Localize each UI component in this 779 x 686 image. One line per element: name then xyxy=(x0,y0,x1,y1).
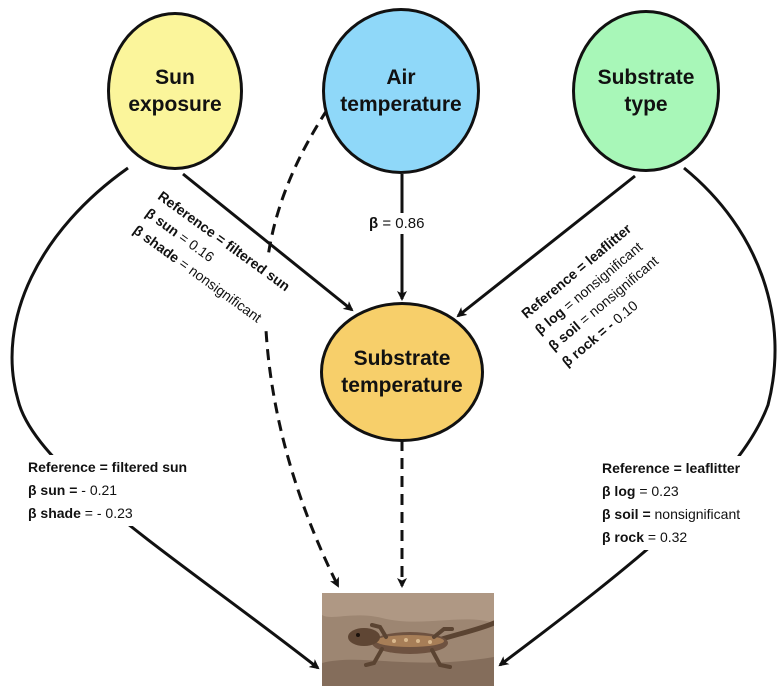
beta-value: = 0.86 xyxy=(378,215,425,232)
beta-symbol: β xyxy=(369,215,379,232)
effect-line-reference: Reference = leaflitter xyxy=(602,460,741,476)
effect-line-soil: β soil = nonsignificant xyxy=(602,506,741,522)
node-substrate-temperature: Substrate temperature xyxy=(320,302,484,442)
node-substrate-temperature-label: Substrate temperature xyxy=(341,347,463,397)
arrow-sun-to-lizard xyxy=(10,166,320,670)
node-air-temperature-label: Air temperature xyxy=(340,66,462,116)
effect-line-shade: β shade = - 0.23 xyxy=(28,505,133,521)
node-air-temperature: Air temperature xyxy=(322,8,480,174)
effect-line-log: β log = 0.23 xyxy=(602,483,679,499)
arrow-type-to-lizard xyxy=(498,166,777,667)
arrow-sun-to-substrate xyxy=(182,172,354,312)
effect-air-to-substrate: β = 0.86 xyxy=(367,213,427,234)
node-substrate-type: Substrate type xyxy=(572,10,720,172)
node-sun-exposure-label: Sun exposure xyxy=(128,66,222,116)
node-substrate-type-label: Substrate type xyxy=(597,66,695,116)
effect-line-sun: β sun = - 0.21 xyxy=(28,482,118,498)
node-sun-exposure: Sun exposure xyxy=(107,12,243,170)
effect-line-reference: Reference = filtered sun xyxy=(28,459,188,475)
effect-sun-to-lizard: Reference = filtered sun β sun = - 0.21 … xyxy=(22,455,194,526)
arrow-type-to-substrate xyxy=(456,174,636,318)
effect-type-to-lizard: Reference = leaflitter β log = 0.23 β so… xyxy=(598,456,745,550)
effect-line-rock: β rock = 0.32 xyxy=(602,529,688,545)
lizard-illustration xyxy=(322,593,494,686)
lizard-photo xyxy=(322,593,494,686)
